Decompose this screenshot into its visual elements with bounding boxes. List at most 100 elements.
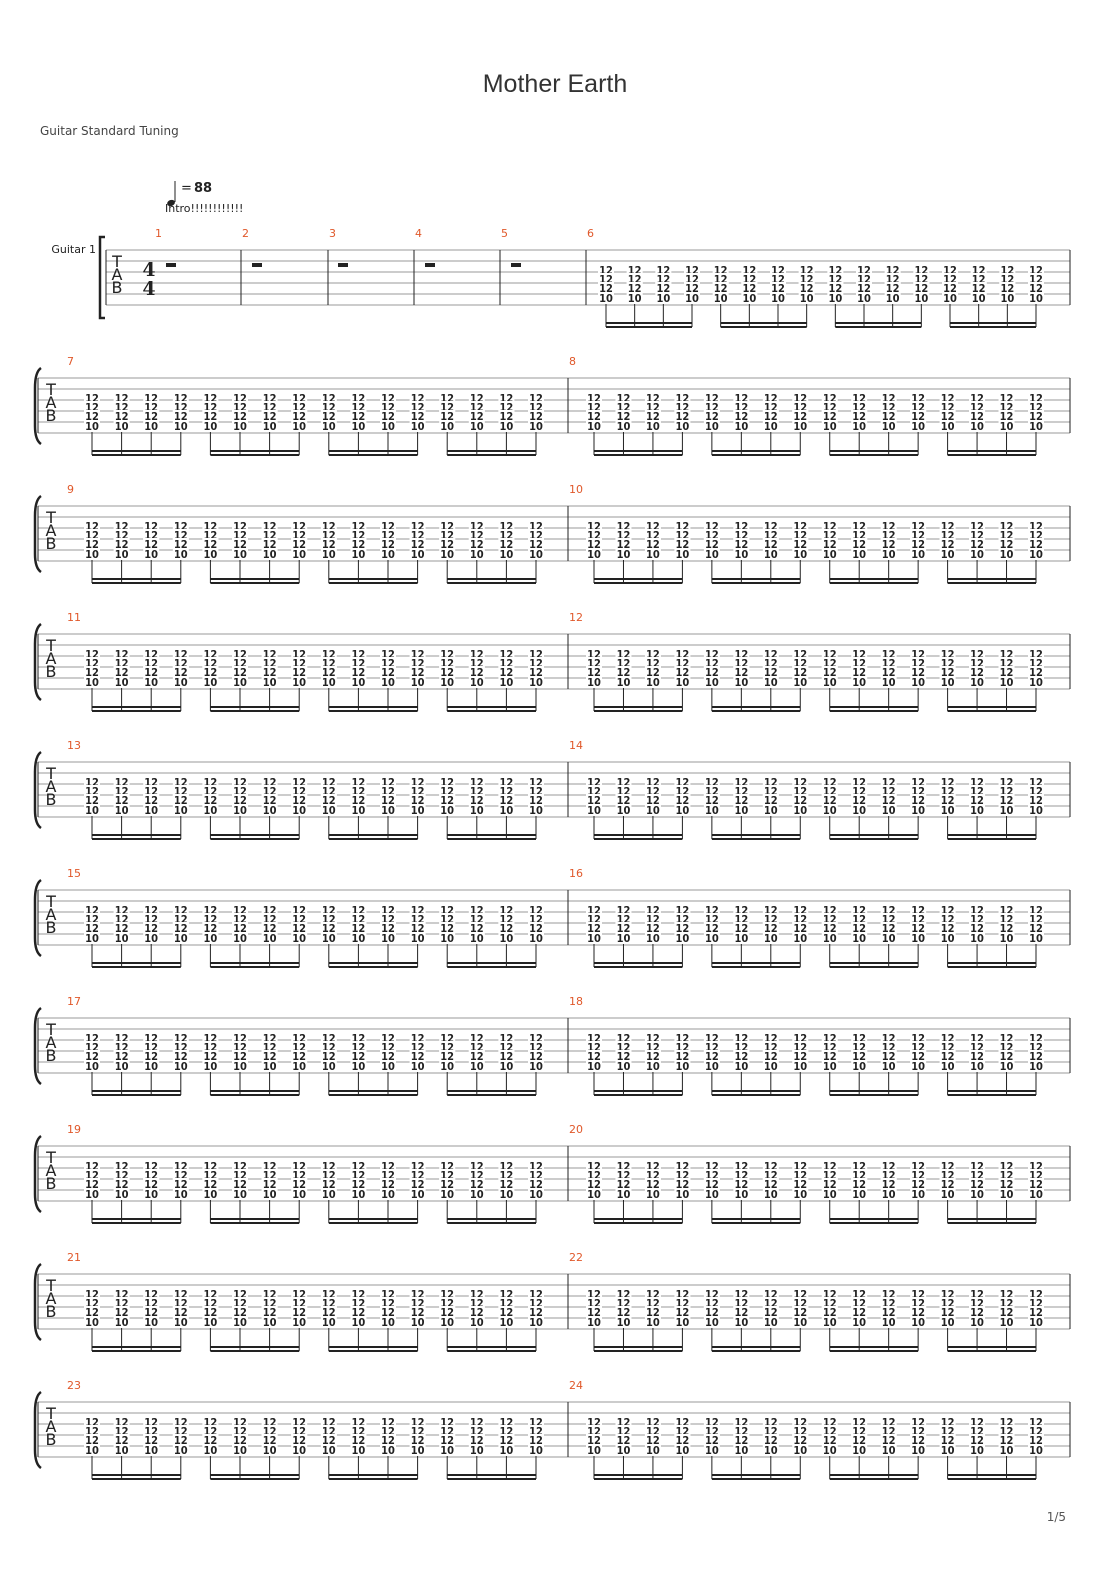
fret-number: 12 [115, 410, 129, 423]
fret-mask [350, 922, 367, 933]
beam [711, 962, 801, 964]
fret-mask [380, 785, 396, 796]
fret-number: 10 [823, 1444, 837, 1457]
fret-number: 10 [911, 548, 925, 561]
fret-mask [969, 785, 986, 796]
fret-mask [291, 548, 308, 559]
fret-mask [528, 401, 544, 412]
fret-number: 12 [705, 538, 719, 551]
tab-clef-letter: B [46, 1046, 57, 1065]
fret-mask [439, 913, 456, 924]
fret-number: 10 [646, 548, 660, 561]
fret-mask [939, 776, 956, 787]
tab-clef-letter: B [112, 278, 123, 297]
fret-number: 10 [440, 1444, 454, 1457]
fret-number: 12 [764, 666, 778, 679]
fret-number: 12 [764, 410, 778, 423]
fret-mask [409, 529, 426, 540]
fret-mask [84, 922, 100, 933]
fret-number: 10 [705, 1316, 719, 1329]
fret-mask [674, 520, 691, 531]
fret-mask [856, 282, 872, 293]
fret-mask [498, 666, 515, 677]
fret-number: 10 [529, 1060, 543, 1073]
fret-number: 10 [292, 420, 306, 433]
fret-number: 12 [500, 410, 514, 423]
fret-mask [733, 776, 750, 787]
fret-number: 10 [646, 1060, 660, 1073]
fret-number: 12 [381, 410, 395, 423]
fret-number: 12 [144, 666, 158, 679]
fret-mask [113, 776, 130, 787]
fret-number: 10 [470, 548, 484, 561]
fret-mask [880, 776, 897, 787]
fret-number: 12 [174, 794, 188, 807]
measure-number: 10 [569, 483, 583, 496]
fret-number: 10 [1000, 1188, 1014, 1201]
fret-mask [291, 904, 308, 915]
fret-number: 10 [115, 420, 129, 433]
fret-mask [320, 676, 337, 687]
fret-mask [468, 520, 485, 531]
fret-mask [615, 804, 632, 815]
fret-number: 10 [381, 1316, 395, 1329]
beam [829, 1478, 919, 1480]
fret-mask [113, 922, 130, 933]
fret-mask [851, 794, 868, 805]
fret-mask [644, 520, 661, 531]
fret-number: 12 [85, 1050, 99, 1063]
fret-mask [172, 529, 189, 540]
beam [711, 1218, 801, 1220]
fret-mask [615, 922, 632, 933]
fret-number: 10 [852, 1188, 866, 1201]
tab-clef-letter: T [45, 764, 56, 783]
fret-mask [821, 666, 838, 677]
fret-mask [674, 904, 691, 915]
beam [829, 706, 919, 708]
fret-number: 10 [823, 932, 837, 945]
fret-number: 12 [882, 410, 896, 423]
measure-number: 1 [155, 227, 162, 240]
fret-mask [528, 410, 544, 421]
beam [328, 966, 418, 968]
beam [711, 578, 801, 580]
fret-mask [528, 392, 544, 403]
fret-mask [232, 922, 248, 933]
fret-mask [684, 264, 700, 275]
fret-mask [380, 520, 396, 531]
beam [210, 1474, 300, 1476]
fret-mask [113, 420, 130, 431]
fret-number: 12 [1029, 666, 1043, 679]
fret-mask [969, 410, 986, 421]
fret-mask [644, 676, 661, 687]
fret-mask [644, 538, 661, 549]
measure-number: 7 [67, 355, 74, 368]
beam [594, 962, 683, 964]
fret-mask [468, 922, 485, 933]
fret-number: 10 [529, 932, 543, 945]
fret-number: 10 [1000, 804, 1014, 817]
time-signature-bottom: 4 [142, 278, 155, 300]
fret-number: 10 [204, 420, 218, 433]
fret-number: 10 [411, 804, 425, 817]
fret-mask [409, 648, 426, 659]
fret-mask [880, 538, 897, 549]
fret-number: 12 [941, 538, 955, 551]
fret-mask [674, 804, 691, 815]
fret-mask [703, 922, 720, 933]
fret-mask [733, 676, 750, 687]
fret-mask [703, 648, 720, 659]
fret-mask [84, 401, 100, 412]
fret-mask [615, 401, 632, 412]
fret-mask [1028, 904, 1044, 915]
fret-mask [615, 410, 632, 421]
fret-number: 10 [1000, 292, 1014, 305]
tab-clef-letter: A [112, 265, 123, 284]
fret-number: 10 [204, 1060, 218, 1073]
whole-rest [166, 263, 176, 267]
beam [947, 1094, 1036, 1096]
fret-number: 10 [470, 676, 484, 689]
fret-number: 10 [793, 1188, 807, 1201]
fret-mask [910, 785, 927, 796]
fret-mask [586, 785, 602, 796]
